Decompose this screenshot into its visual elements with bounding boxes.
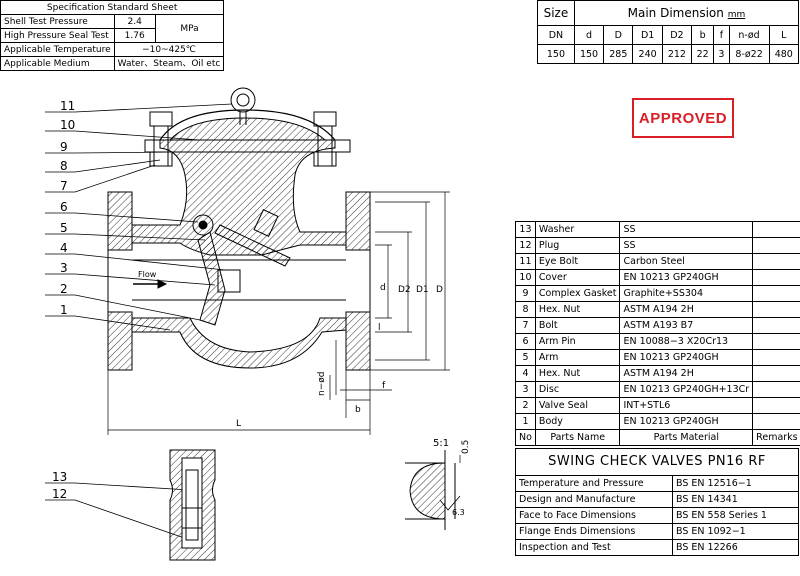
dim-nd: n−ød — [317, 372, 327, 396]
callout-number: 5 — [60, 221, 68, 235]
callout-number: 3 — [60, 261, 68, 275]
dim-d: d — [380, 283, 386, 293]
spec-value: Water、Steam、Oil etc — [113, 56, 225, 71]
dim-b: b — [355, 405, 361, 415]
size-label: Size — [537, 0, 575, 26]
plug-detail — [169, 449, 216, 561]
detail-callout-number: 12 — [52, 487, 67, 501]
dim-value: 8-ø22 — [728, 44, 770, 64]
spec-sheet: Specification Standard Sheet Shell Test … — [0, 0, 225, 71]
flow-arrow: Flow — [133, 270, 168, 289]
callout-number: 11 — [60, 99, 75, 113]
dim-D1: D1 — [416, 285, 429, 295]
detail-callout-leader — [45, 499, 191, 541]
dim-L: L — [236, 419, 241, 429]
callout-number: 2 — [60, 282, 68, 296]
callout-leader — [45, 103, 233, 113]
callout-number: 1 — [60, 303, 68, 317]
parts-header-material: Parts Material — [619, 429, 754, 446]
callout-leader — [45, 315, 171, 331]
standard-value: BS EN 558 Series 1 — [672, 507, 799, 524]
left-flange — [107, 191, 133, 371]
dim-l: l — [378, 323, 381, 333]
eye-bolt — [230, 87, 256, 125]
dimension-lines — [107, 191, 450, 435]
detail-scale: 5:1 — [433, 438, 449, 449]
spec-label: Applicable Medium — [0, 56, 115, 71]
main-dimension-label: Main Dimension mm — [573, 0, 800, 26]
dimension-labels: L d D2 D1 D f b l n−ød — [236, 283, 443, 429]
dim-value: 3 — [713, 44, 730, 64]
flow-label: Flow — [138, 270, 157, 279]
valve-body — [131, 109, 351, 369]
detail-callout-leader — [45, 482, 191, 491]
parts-header-no: No — [515, 429, 536, 446]
callout-leader — [45, 164, 156, 193]
callout-leader — [45, 273, 216, 286]
title-block: SWING CHECK VALVES PN16 RF Temperature a… — [515, 448, 799, 556]
roughness-value: 6.3 — [452, 508, 465, 517]
detail-dim: 0.5 — [461, 440, 471, 454]
disc-assembly — [192, 208, 291, 326]
callout-number: 8 — [60, 159, 68, 173]
callout-leaders: 11 10 9 8 7 6 5 4 3 2 1 13 12 — [45, 99, 233, 541]
callout-number: 6 — [60, 200, 68, 214]
dim-value: 480 — [768, 44, 800, 64]
callout-leader — [45, 253, 226, 271]
callout-number: 7 — [60, 179, 68, 193]
callout-number: 10 — [60, 118, 75, 132]
callout-leader — [45, 294, 201, 321]
spec-unit: MPa — [154, 14, 225, 43]
callout-leader — [45, 151, 181, 154]
callout-leader — [45, 159, 161, 173]
dim-D2: D2 — [398, 285, 411, 295]
dim-value: 150 — [537, 44, 575, 64]
callout-leader — [45, 233, 206, 241]
cover-bolts — [149, 111, 337, 167]
detail-callout-number: 13 — [52, 470, 67, 484]
drawing-title: SWING CHECK VALVES PN16 RF — [515, 448, 799, 476]
approved-stamp: APPROVED — [632, 98, 734, 138]
parts-header-remarks: Remarks — [752, 429, 800, 446]
callout-number: 4 — [60, 241, 68, 255]
seal-detail: 5:1 0.5 6.3 — [405, 438, 471, 530]
right-flange — [345, 191, 371, 371]
callout-number: 9 — [60, 140, 68, 154]
dim-D: D — [436, 285, 443, 295]
standard-value: BS EN 12266 — [672, 539, 799, 556]
callout-leader — [45, 130, 201, 141]
callout-leader — [45, 212, 199, 223]
dim-f: f — [382, 381, 386, 391]
